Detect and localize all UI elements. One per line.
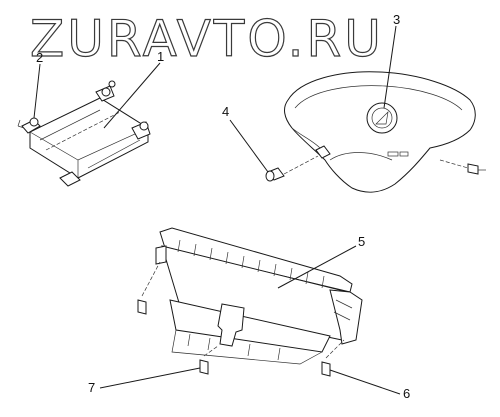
- airbag-control-module: [17, 80, 151, 187]
- leader-3: [383, 25, 397, 109]
- callout-1: 1: [157, 49, 164, 64]
- callout-6: 6: [403, 386, 410, 401]
- leader-5: [277, 245, 357, 289]
- callout-4: 4: [222, 104, 229, 119]
- screw-part-4: [265, 155, 319, 182]
- passenger-airbag-module: [137, 227, 363, 377]
- leader-6: [329, 369, 401, 395]
- leader-1: [103, 62, 161, 129]
- steering-wheel-airbag: [284, 71, 486, 193]
- callout-7: 7: [88, 380, 95, 395]
- leader-2: [33, 63, 41, 119]
- callout-3: 3: [393, 12, 400, 27]
- leader-7: [99, 367, 201, 389]
- watermark-text: ZURAVTO.RU: [30, 10, 384, 68]
- callout-2: 2: [36, 50, 43, 65]
- leader-4: [229, 119, 269, 173]
- callout-5: 5: [358, 234, 365, 249]
